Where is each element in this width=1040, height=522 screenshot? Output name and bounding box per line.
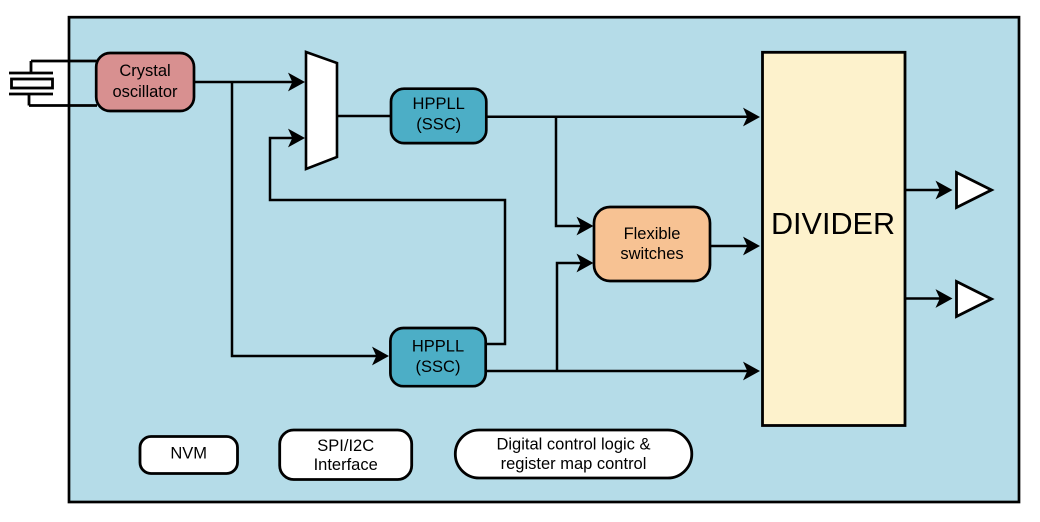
svg-text:switches: switches bbox=[620, 245, 683, 263]
svg-text:Digital control logic &: Digital control logic & bbox=[496, 436, 650, 454]
svg-text:register map control: register map control bbox=[501, 455, 647, 473]
svg-text:Interface: Interface bbox=[314, 456, 378, 474]
svg-text:NVM: NVM bbox=[170, 444, 207, 462]
svg-text:SPI/I2C: SPI/I2C bbox=[317, 437, 374, 455]
svg-text:(SSC): (SSC) bbox=[416, 116, 461, 134]
svg-text:DIVIDER: DIVIDER bbox=[771, 207, 895, 241]
svg-text:HPPLL: HPPLL bbox=[413, 95, 465, 113]
svg-text:Flexible: Flexible bbox=[624, 225, 681, 243]
svg-text:HPPLL: HPPLL bbox=[412, 337, 464, 355]
svg-text:Crystal: Crystal bbox=[119, 62, 170, 80]
svg-text:(SSC): (SSC) bbox=[416, 358, 461, 376]
svg-text:oscillator: oscillator bbox=[112, 83, 178, 101]
